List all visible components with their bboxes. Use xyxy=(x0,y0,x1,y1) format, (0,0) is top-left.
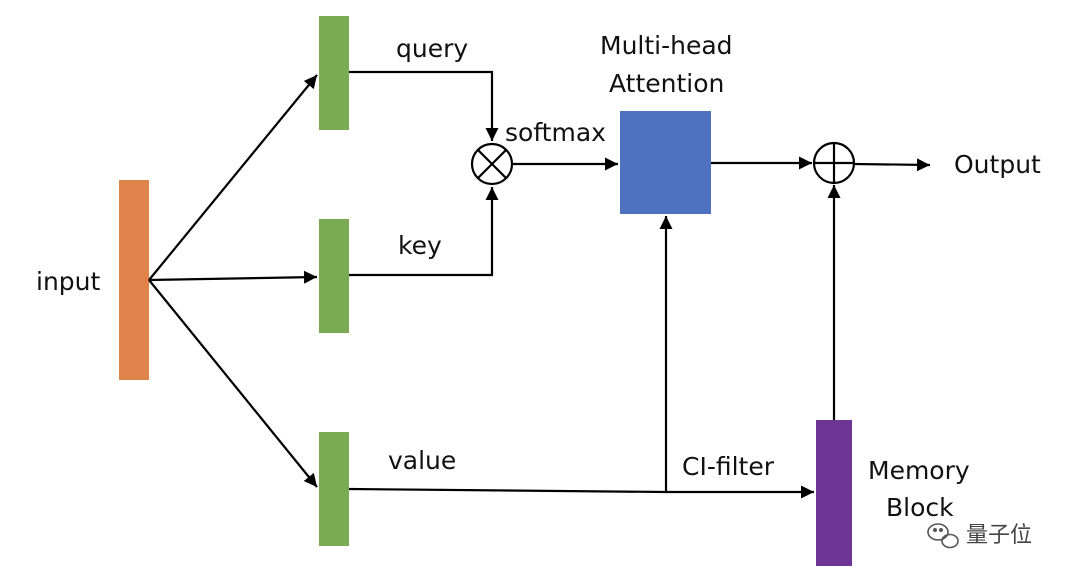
memory-block xyxy=(816,420,852,566)
input-label: input xyxy=(36,267,101,296)
output-label: Output xyxy=(954,150,1041,179)
arrow-value-to-memory xyxy=(348,485,814,499)
key-label: key xyxy=(398,231,442,260)
value-label: value xyxy=(388,446,456,475)
add-operator-icon xyxy=(812,141,856,185)
arrow-add-to-output xyxy=(853,158,931,172)
memory-label-line1: Memory xyxy=(868,456,970,485)
attention-block xyxy=(620,111,711,214)
arrow-input-to-key xyxy=(148,270,318,284)
arrow-input-to-query xyxy=(148,74,318,281)
key-block xyxy=(319,219,349,333)
input-block xyxy=(119,180,149,380)
arrow-key-to-multiply xyxy=(349,187,499,277)
ci-filter-label: CI-filter xyxy=(682,452,775,481)
softmax-label: softmax xyxy=(505,118,606,147)
memory-label-line2: Block xyxy=(886,493,954,522)
watermark-text: 量子位 xyxy=(966,523,1032,548)
query-label: query xyxy=(396,34,468,63)
arrow-input-to-value xyxy=(148,279,318,488)
multiply-operator-icon xyxy=(470,142,514,186)
watermark: 量子位 xyxy=(927,523,1032,549)
attention-label-line1: Multi-head xyxy=(600,31,733,60)
attention-label-line2: Attention xyxy=(609,69,724,98)
arrow-query-to-multiply xyxy=(349,70,499,141)
wechat-icon xyxy=(927,523,959,549)
value-block xyxy=(319,432,349,546)
query-block xyxy=(319,16,349,130)
